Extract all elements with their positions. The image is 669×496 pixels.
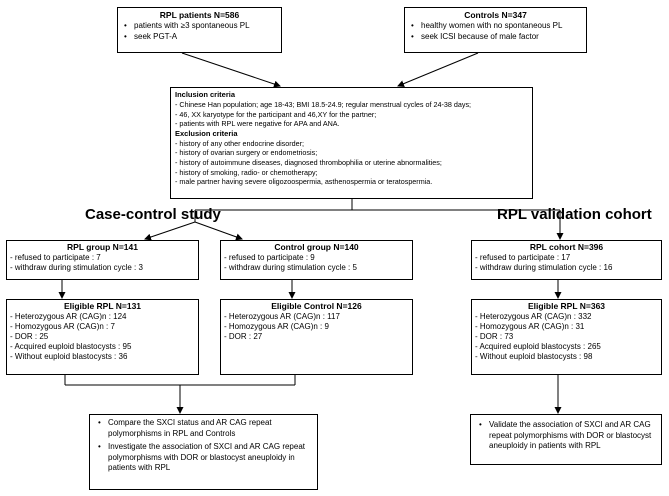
- control-group-title: Control group N=140: [274, 242, 359, 252]
- control-group-line: - withdraw during stimulation cycle : 5: [224, 263, 357, 272]
- arrow-rpl-to-criteria: [181, 52, 281, 88]
- eligible-rpl-cohort-line: - Acquired euploid blastocysts : 265: [475, 342, 601, 351]
- controls-title: Controls N=347: [464, 10, 527, 20]
- arrow-to-rpl-group: [144, 221, 196, 241]
- outcome-validation-bullet: Validate the association of SXCI and AR …: [479, 420, 657, 452]
- exclusion-criterion: - history of autoimmune diseases, diagno…: [175, 157, 442, 167]
- eligible-control-line: - Heterozygous AR (CAG)n : 117: [224, 312, 340, 321]
- outcome-case-control-bullet: Compare the SXCI status and AR CAG repea…: [98, 418, 313, 439]
- eligible-rpl-line: - Heterozygous AR (CAG)n : 124: [10, 312, 127, 321]
- rpl-patients-bullet: patients with ≥3 spontaneous PL: [124, 21, 277, 32]
- criteria-box: Inclusion criteria - Chinese Han populat…: [170, 87, 533, 199]
- rpl-patients-bullet: seek PGT-A: [124, 32, 277, 43]
- inclusion-criterion: - Chinese Han population; age 18-43; BMI…: [175, 100, 472, 109]
- controls-box: Controls N=347 healthy women with no spo…: [404, 7, 587, 53]
- controls-bullet: seek ICSI because of male factor: [411, 32, 582, 43]
- exclusion-criteria-title: Exclusion criteria: [175, 128, 238, 138]
- control-group-line: - refused to participate : 9: [224, 253, 315, 262]
- validation-cohort-heading: RPL validation cohort: [497, 206, 652, 223]
- eligible-rpl-cohort-title: Eligible RPL N=363: [527, 301, 606, 311]
- rpl-cohort-line: - refused to participate : 17: [475, 253, 571, 262]
- eligible-control-title: Eligible Control N=126: [271, 301, 362, 311]
- exclusion-criterion: - history of any other endocrine disorde…: [175, 138, 305, 148]
- arrow-to-control-group: [194, 221, 243, 241]
- eligible-rpl-cohort-line: - Heterozygous AR (CAG)n : 332: [475, 312, 592, 321]
- eligible-control-box: Eligible Control N=126 - Heterozygous AR…: [220, 299, 413, 375]
- control-group-box: Control group N=140 - refused to partici…: [220, 240, 413, 280]
- inclusion-criterion: - 46, XX karyotype for the participant a…: [175, 109, 377, 119]
- case-control-heading: Case-control study: [85, 206, 221, 223]
- rpl-group-title: RPL group N=141: [67, 242, 138, 252]
- rpl-group-box: RPL group N=141 - refused to participate…: [6, 240, 199, 280]
- rpl-cohort-box: RPL cohort N=396 - refused to participat…: [471, 240, 662, 280]
- eligible-rpl-line: - DOR : 25: [10, 332, 49, 341]
- rpl-group-line: - withdraw during stimulation cycle : 3: [10, 263, 143, 272]
- eligible-rpl-line: - Without euploid blastocysts : 36: [10, 352, 128, 361]
- rpl-patients-title: RPL patients N=586: [159, 10, 240, 20]
- eligible-control-line: - DOR : 27: [224, 332, 263, 341]
- inclusion-criterion: - patients with RPL were negative for AP…: [175, 119, 340, 129]
- eligible-rpl-title: Eligible RPL N=131: [63, 301, 142, 311]
- exclusion-criterion: - male partner having severe oligozoospe…: [175, 177, 433, 187]
- exclusion-criterion: - history of smoking, radio- or chemothe…: [175, 167, 318, 177]
- eligible-control-line: - Homozygous AR (CAG)n : 9: [224, 322, 329, 331]
- arrow-controls-to-criteria: [397, 52, 479, 87]
- exclusion-criterion: - history of ovarian surgery or endometr…: [175, 148, 318, 158]
- outcome-case-control-box: Compare the SXCI status and AR CAG repea…: [89, 414, 318, 490]
- eligible-rpl-cohort-line: - Homozygous AR (CAG)n : 31: [475, 322, 585, 331]
- eligible-rpl-line: - Homozygous AR (CAG)n : 7: [10, 322, 115, 331]
- eligible-rpl-cohort-box: Eligible RPL N=363 - Heterozygous AR (CA…: [471, 299, 662, 375]
- eligible-rpl-cohort-line: - Without euploid blastocysts : 98: [475, 352, 593, 361]
- rpl-group-line: - refused to participate : 7: [10, 253, 101, 262]
- eligible-rpl-box: Eligible RPL N=131 - Heterozygous AR (CA…: [6, 299, 199, 375]
- outcome-case-control-bullet: Investigate the association of SXCI and …: [98, 442, 313, 474]
- rpl-patients-box: RPL patients N=586 patients with ≥3 spon…: [117, 7, 282, 53]
- controls-bullet: healthy women with no spontaneous PL: [411, 21, 582, 32]
- rpl-cohort-title: RPL cohort N=396: [529, 242, 604, 252]
- outcome-validation-box: Validate the association of SXCI and AR …: [470, 414, 662, 465]
- eligible-rpl-line: - Acquired euploid blastocysts : 95: [10, 342, 132, 351]
- rpl-cohort-line: - withdraw during stimulation cycle : 16: [475, 263, 613, 272]
- inclusion-criteria-title: Inclusion criteria: [175, 90, 236, 99]
- eligible-rpl-cohort-line: - DOR : 73: [475, 332, 514, 341]
